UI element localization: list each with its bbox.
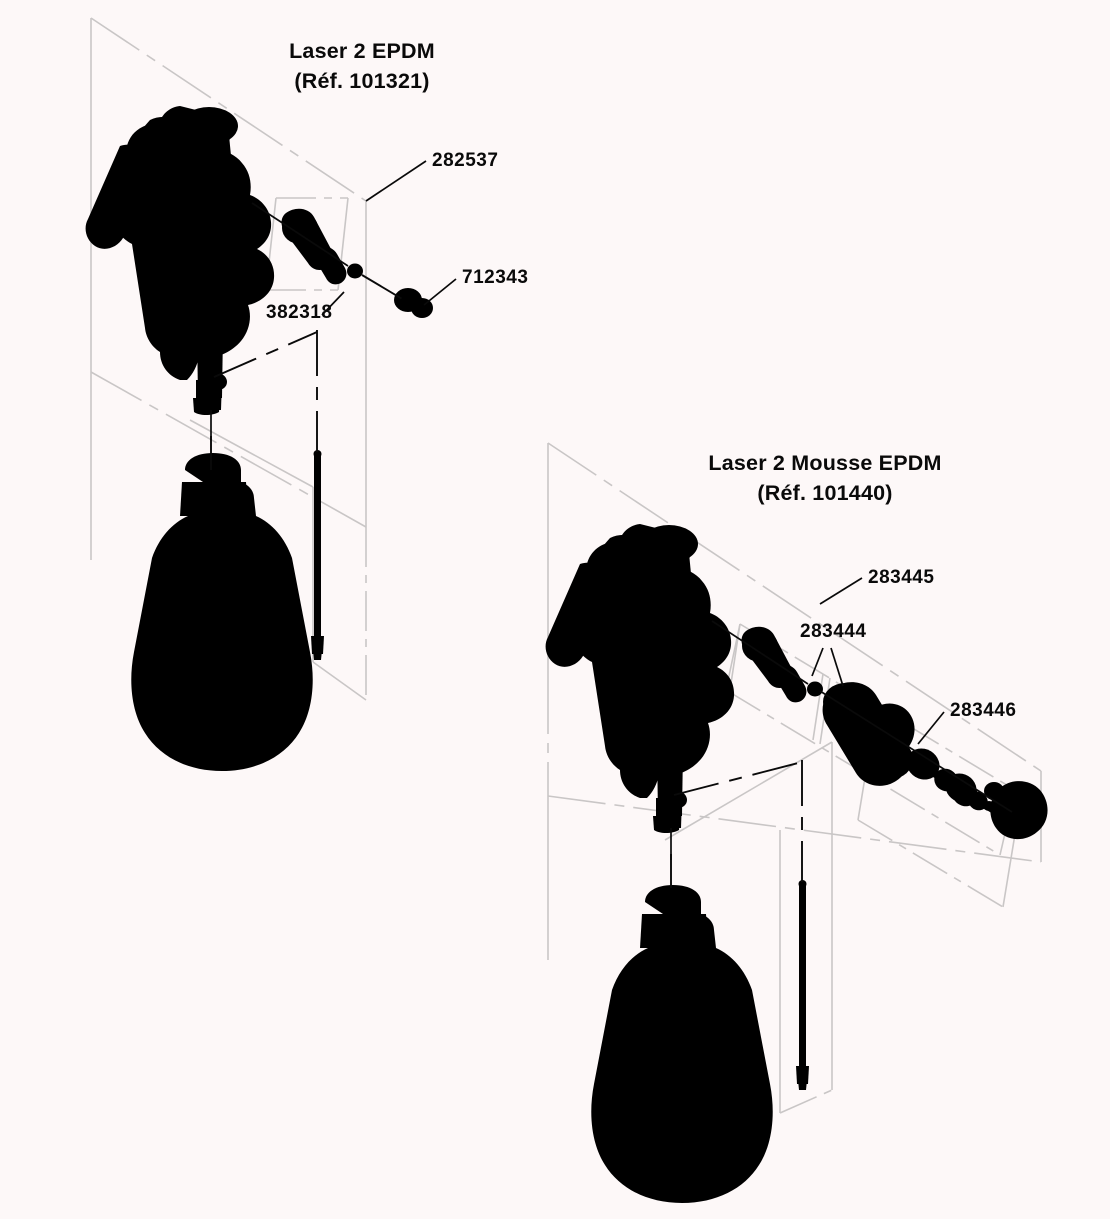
- panel-2-frame-bottom: [547, 795, 1042, 863]
- panel-2-dip-tube-link: [673, 761, 803, 796]
- panel-1-cap-axis: [361, 274, 405, 301]
- panel-2-nozzle-frame-side-a: [729, 623, 741, 691]
- panel-1-nozzle-assembly: [281, 208, 363, 285]
- panel-1-callout-712343: 712343: [462, 267, 528, 288]
- panel-2-lance-axis: [819, 690, 1013, 813]
- panel-2-leader-283445: [819, 577, 863, 605]
- panel-1-bottle: [131, 453, 313, 771]
- panel-2-callout-283445: 283445: [868, 567, 934, 588]
- panel-1-lower-frame-bottom: [312, 661, 367, 701]
- panel-2-lower-frame-bottom: [779, 1089, 833, 1114]
- panel-2-sprayer-head: [545, 524, 735, 833]
- panel-2-nozzle-axis: [711, 620, 809, 685]
- panel-2-leader-283446: [917, 711, 945, 745]
- panel-2-leader-283444-a: [811, 647, 824, 677]
- panel-2-callout-283444: 283444: [800, 621, 866, 642]
- panel-2-leader-283444-b: [830, 647, 844, 687]
- panel-2-lower-frame-diag: [664, 741, 833, 841]
- panel-2-bottle: [591, 885, 773, 1203]
- panel-1-dip-tube-link: [213, 331, 318, 378]
- panel-1-frame-top: [90, 17, 367, 202]
- panel-2-foam-lance: [822, 682, 1048, 840]
- panel-1-dip-tube: [311, 450, 324, 660]
- panel-1-leader-282537: [365, 160, 427, 202]
- panel-1-nozzle-axis: [251, 202, 349, 267]
- panel-2-callout-283446: 283446: [950, 700, 1016, 721]
- panel-1-title-line1: Laser 2 EPDM: [289, 39, 435, 63]
- panel-2-tip-frame-bottom: [857, 819, 1004, 908]
- panel-2-title-line1: Laser 2 Mousse EPDM: [708, 451, 941, 475]
- panel-2-dip-tube: [796, 880, 809, 1090]
- panel-laser2-epdm: Laser 2 EPDM (Réf. 101321): [85, 17, 528, 771]
- panel-1-leader-712343: [423, 278, 457, 306]
- panel-1-leader-382318: [321, 291, 345, 316]
- panel-1-sprayer-head: [85, 106, 275, 415]
- panel-1-callout-282537: 282537: [432, 150, 498, 171]
- panel-1-title-line2: (Réf. 101321): [294, 69, 429, 93]
- panel-2-frame-top: [547, 442, 1042, 772]
- panel-laser2-mousse-epdm: Laser 2 Mousse EPDM (Réf. 101440): [545, 442, 1048, 1203]
- panel-1-callout-382318: 382318: [266, 302, 332, 323]
- panel-2-title-line2: (Réf. 101440): [757, 481, 892, 505]
